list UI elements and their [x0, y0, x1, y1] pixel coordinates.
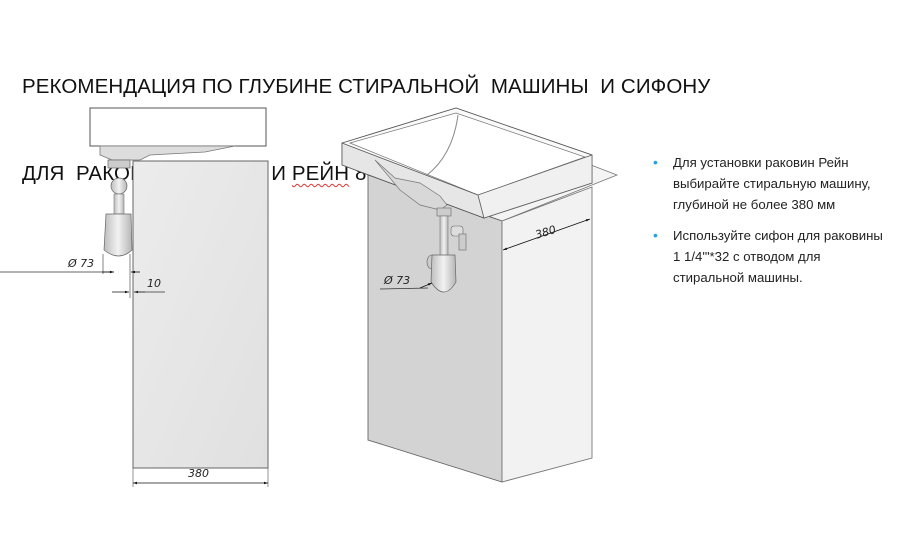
- note-text: Используйте сифон для раковины 1 1/4'"*3…: [673, 228, 883, 285]
- iso-siphon-diameter-label: Ø 73: [383, 274, 410, 287]
- page-title: РЕКОМЕНДАЦИЯ ПО ГЛУБИНЕ СТИРАЛЬНОЙ МАШИН…: [22, 14, 710, 217]
- note-text: Для установки раковин Рейн выбирайте сти…: [673, 155, 871, 212]
- siphon-side-icon: [103, 159, 133, 257]
- washing-machine-side: [132, 160, 269, 469]
- side-gap-label: 10: [147, 277, 161, 290]
- bullet-icon: •: [653, 154, 658, 170]
- note-item: • Используйте сифон для раковины 1 1/4'"*…: [650, 225, 890, 288]
- iso-depth-label: 380: [534, 223, 558, 242]
- isometric-view: Ø 73 380: [341, 107, 619, 483]
- siphon-isometric-icon: [426, 207, 467, 293]
- side-depth-label: 380: [188, 467, 209, 480]
- recommendation-notes: • Для установки раковин Рейн выбирайте ст…: [650, 152, 890, 298]
- note-item: • Для установки раковин Рейн выбирайте ст…: [650, 152, 890, 215]
- bullet-icon: •: [653, 227, 658, 243]
- side-siphon-diameter-label: Ø 73: [67, 257, 94, 270]
- side-view: Ø 73 10 380: [0, 107, 269, 487]
- sink-isometric: [341, 107, 593, 219]
- spellcheck-marked-word: РЕЙН: [291, 162, 350, 185]
- title-line-1: РЕКОМЕНДАЦИЯ ПО ГЛУБИНЕ СТИРАЛЬНОЙ МАШИН…: [22, 75, 711, 98]
- sink-side: [89, 107, 267, 147]
